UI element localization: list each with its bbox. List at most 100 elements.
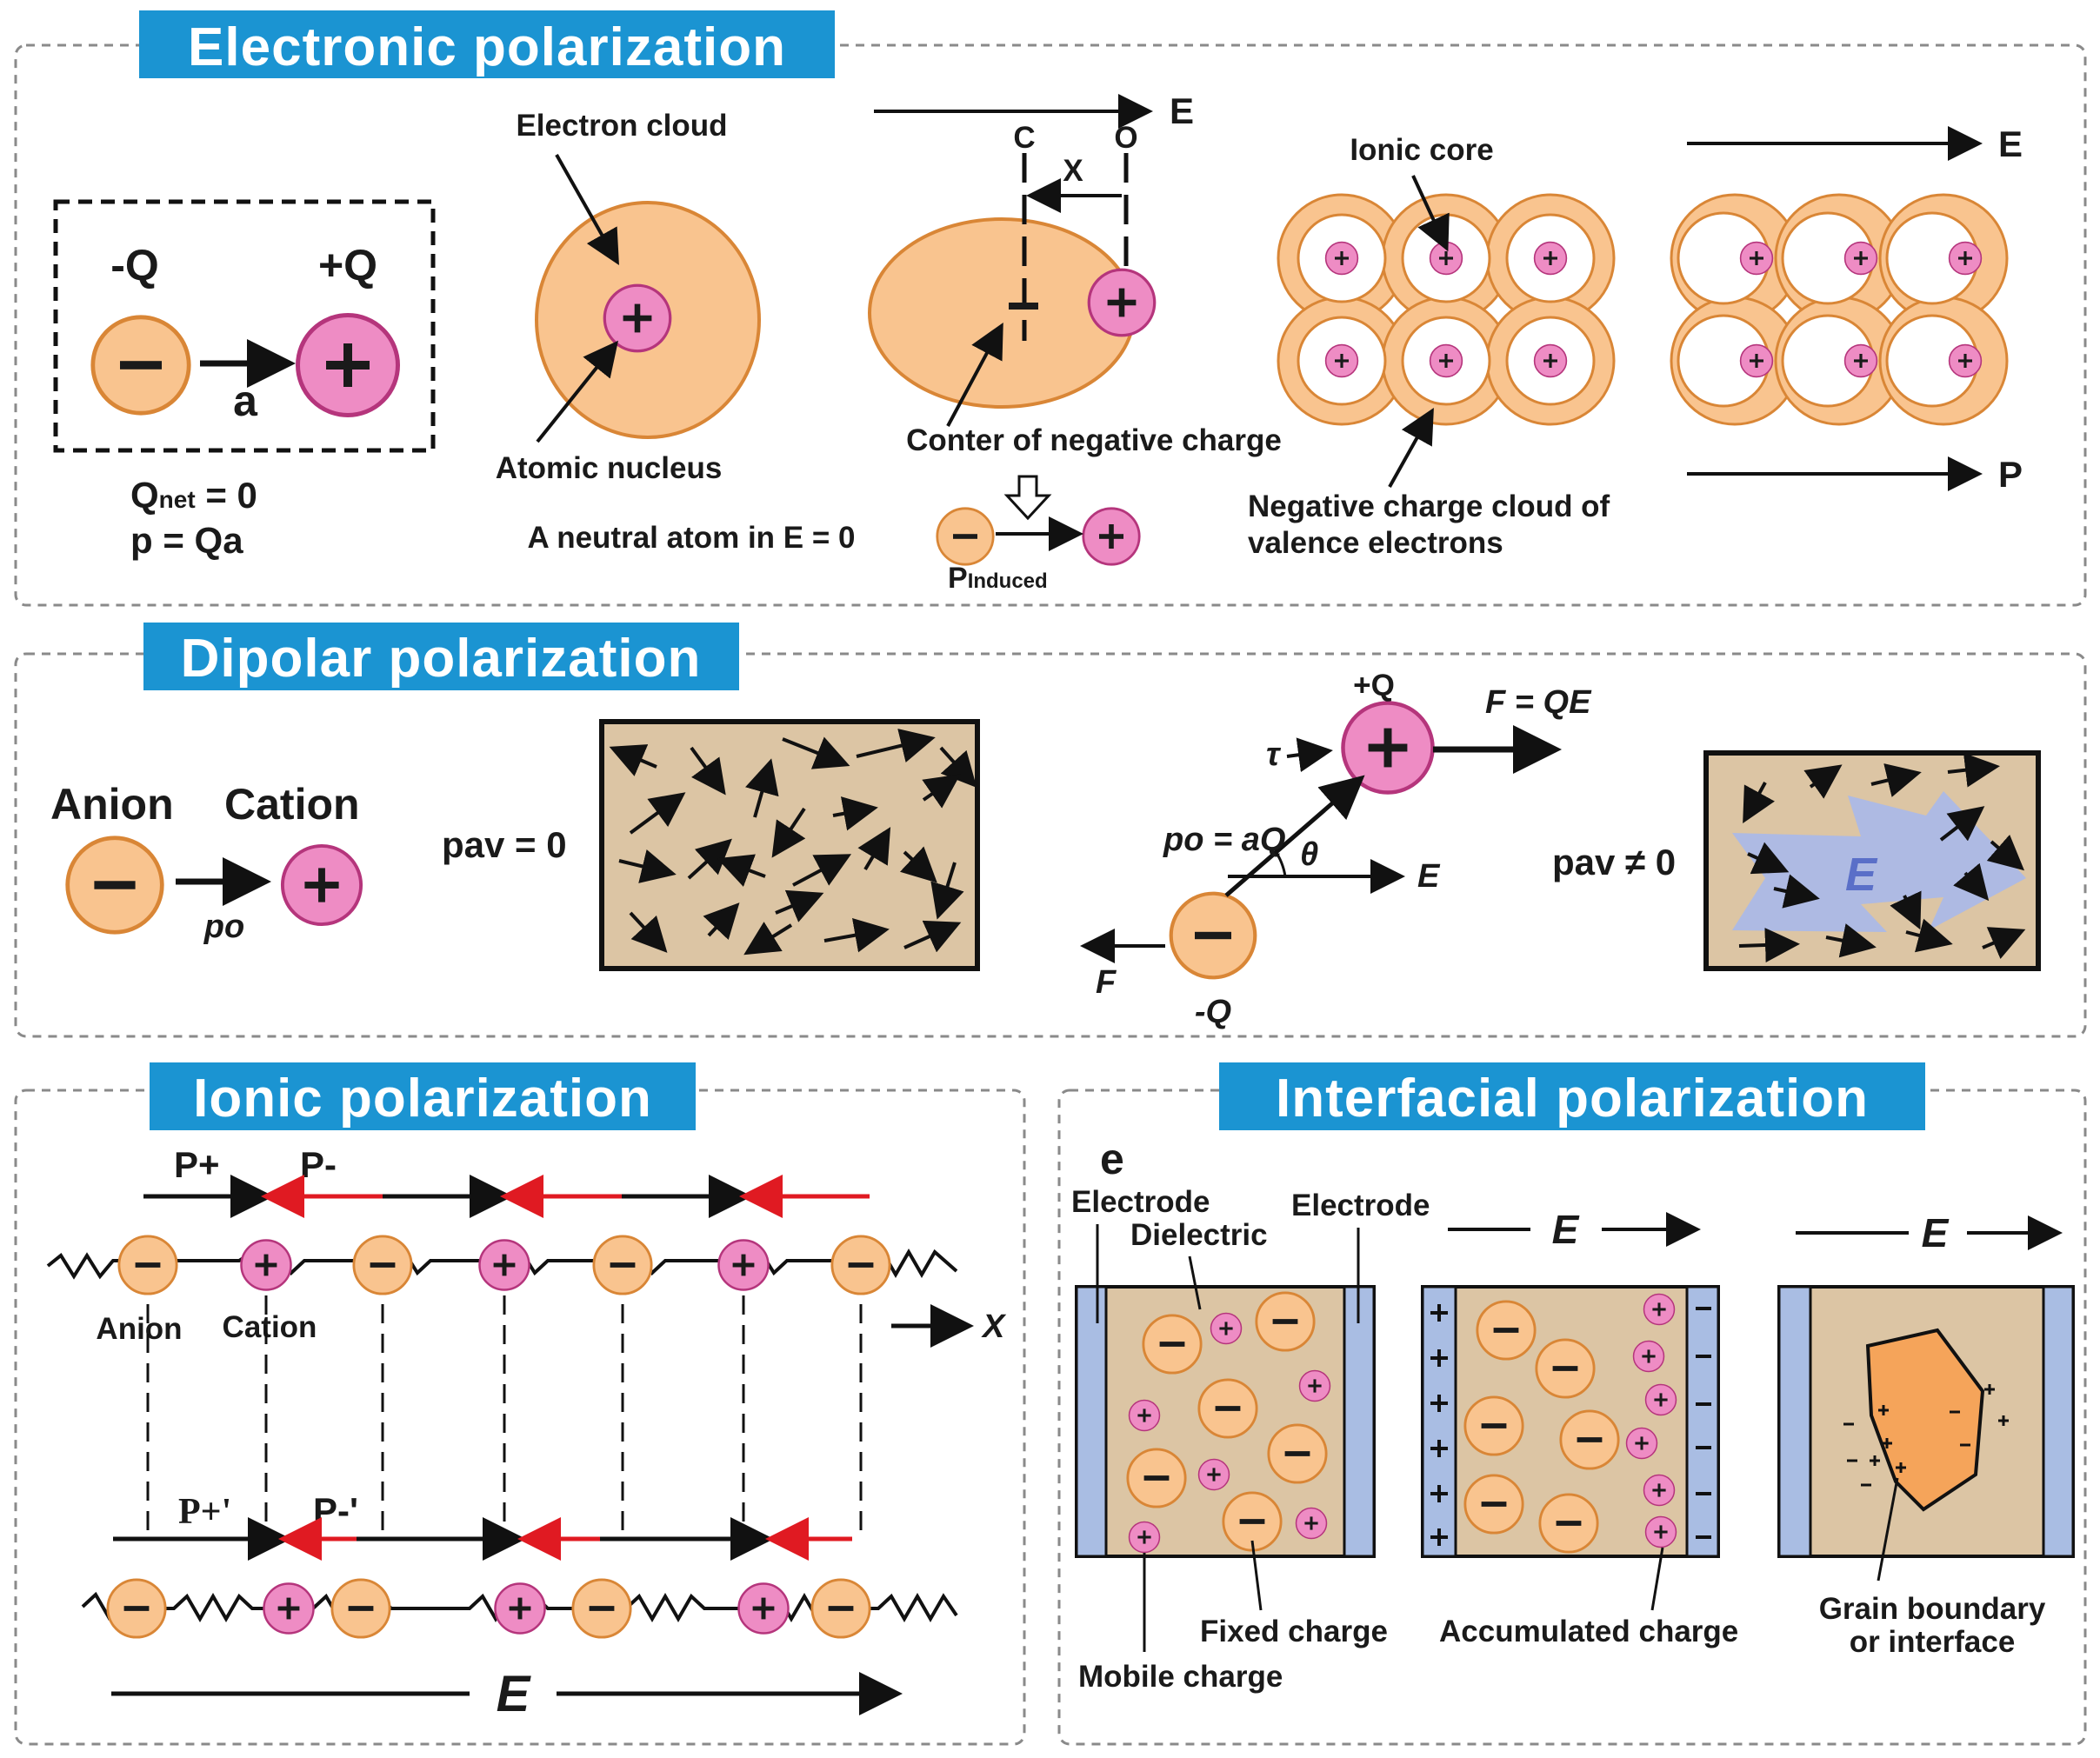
lattice-unpolarized	[1277, 193, 1616, 426]
po-eq-label: po = aQ	[1163, 822, 1285, 858]
o-label: O	[1114, 121, 1137, 155]
down-arrow-icon	[1003, 475, 1052, 521]
interfacial-title: Interfacial polarization	[1276, 1069, 1869, 1129]
p-plus-label: P+	[174, 1144, 220, 1185]
e-region-label: E	[1845, 849, 1878, 901]
grain-label-2: or interface	[1850, 1625, 2016, 1659]
anion-label: Anion	[50, 780, 174, 829]
p-induced-label: PInduced	[948, 562, 1048, 595]
p-minus-prime-label: P-'	[313, 1490, 358, 1531]
neg-cloud-label-1: Negative charge cloud of	[1248, 489, 1610, 523]
dipole-box: -Q +Q a	[53, 199, 436, 453]
ionic-panel-border	[14, 1089, 1026, 1746]
right-electrode	[1685, 1285, 1720, 1558]
arrow-icon	[1411, 175, 1450, 252]
random-dipole-arrows	[609, 729, 977, 956]
cation-icon	[1343, 703, 1432, 792]
capacitor-grain	[1777, 1285, 2075, 1582]
grain-label-1: Grain boundary	[1819, 1592, 2046, 1626]
nucleus-icon	[603, 283, 672, 353]
electronic-title-bg	[139, 10, 835, 78]
tau-label: τ	[1266, 736, 1282, 773]
arrow-icon	[555, 154, 619, 265]
section-titles: Electronic polarization Dipolar polariza…	[139, 10, 1925, 1130]
random-dipoles-box	[599, 719, 980, 971]
cation-label: Cation	[224, 780, 360, 829]
cation-icon	[298, 316, 398, 416]
top-ion-row	[117, 1235, 891, 1295]
interfacial-title-bg	[1219, 1062, 1925, 1130]
anion-icon	[1171, 894, 1256, 978]
grain-charges	[1843, 1384, 2009, 1487]
po-label: po	[203, 909, 244, 945]
dipolar-section: Anion Cation po pav = 0	[50, 669, 2041, 1030]
cation-label: Cation	[223, 1310, 317, 1344]
x-axis-label: X	[981, 1309, 1007, 1345]
p-eq: p = Qa	[130, 520, 243, 561]
arrow-icon	[1388, 408, 1434, 488]
e-label-grain: E	[1922, 1210, 1950, 1255]
cation-icon	[1082, 507, 1141, 566]
dipolar-panel-border	[14, 652, 2087, 1038]
anion-icon	[936, 507, 995, 566]
plus-q-label: +Q	[1353, 669, 1395, 703]
right-electrode	[2042, 1285, 2075, 1558]
e-label-lattice: E	[1998, 123, 2023, 164]
electrode-left-label: Electrode	[1071, 1185, 1210, 1219]
center-negative-label: Conter of negative charge	[906, 423, 1282, 457]
right-electrode-minus-signs	[1696, 1307, 1711, 1539]
dipolar-title: Dipolar polarization	[181, 629, 702, 689]
electronic-title: Electronic polarization	[188, 17, 786, 77]
aligned-dipole-arrows	[1738, 752, 2026, 963]
c-label: C	[1013, 121, 1035, 155]
negative-center-sign	[1009, 303, 1038, 310]
e-label: E	[497, 1666, 532, 1722]
e-label-accumulated: E	[1552, 1207, 1580, 1252]
dielectric-label: Dielectric	[1130, 1218, 1268, 1252]
grain	[1865, 1328, 1985, 1512]
interfacial-section: e Electrode Dielectric Electrode	[1071, 1135, 2075, 1694]
cation-icon	[280, 843, 363, 927]
plus-q-label: +Q	[318, 241, 377, 290]
nucleus-icon	[1087, 268, 1157, 337]
atomic-nucleus-label: Atomic nucleus	[496, 451, 723, 485]
qnet-eq: Qnet = 0	[130, 475, 257, 516]
ionic-title: Ionic polarization	[193, 1069, 652, 1129]
left-electrode-plus-signs	[1430, 1304, 1448, 1546]
ionic-section: P+ P- Anion Cation X	[46, 1144, 1007, 1722]
minus-q-label: -Q	[1195, 994, 1231, 1030]
p-minus-label: P-	[300, 1144, 337, 1185]
electronic-section: -Q +Q a Qnet = 0 p = Qa Electron cloud A…	[53, 90, 2023, 595]
fixed-charge-label: Fixed charge	[1200, 1615, 1388, 1648]
ionic-title-bg	[150, 1062, 696, 1130]
x-label: X	[1063, 154, 1083, 188]
mobile-charge-label: Mobile charge	[1078, 1660, 1283, 1694]
pav-nonzero-label: pav ≠ 0	[1552, 842, 1676, 882]
left-electrode	[1777, 1285, 1812, 1558]
anion-label: Anion	[96, 1312, 182, 1346]
neg-cloud-label-2: valence electrons	[1248, 526, 1503, 560]
dipolar-title-bg	[143, 623, 739, 690]
e-label: E	[1417, 858, 1441, 895]
capacitor-accumulated	[1421, 1285, 1720, 1611]
pav-zero-label: pav = 0	[442, 824, 567, 865]
e-label: E	[1170, 90, 1194, 131]
a-label: a	[233, 376, 258, 425]
p-label: P	[1998, 454, 2023, 495]
minus-q-label: -Q	[110, 241, 159, 290]
electronic-panel-border	[14, 43, 2087, 607]
accumulated-charge-label: Accumulated charge	[1439, 1615, 1738, 1648]
electron-cloud-label: Electron cloud	[516, 109, 727, 143]
theta-label: θ	[1300, 836, 1318, 873]
f-label: F	[1096, 964, 1117, 1001]
left-electrode	[1075, 1285, 1108, 1558]
capacitor-no-field	[1075, 1224, 1376, 1652]
right-electrode	[1343, 1285, 1376, 1558]
left-electrode	[1421, 1285, 1457, 1558]
panel-letter: e	[1100, 1135, 1124, 1183]
ionic-core-label: Ionic core	[1350, 133, 1493, 167]
anion-icon	[68, 838, 163, 933]
p-plus-prime-label: P+'	[178, 1492, 231, 1532]
neutral-atom-label: A neutral atom in E = 0	[528, 521, 856, 555]
